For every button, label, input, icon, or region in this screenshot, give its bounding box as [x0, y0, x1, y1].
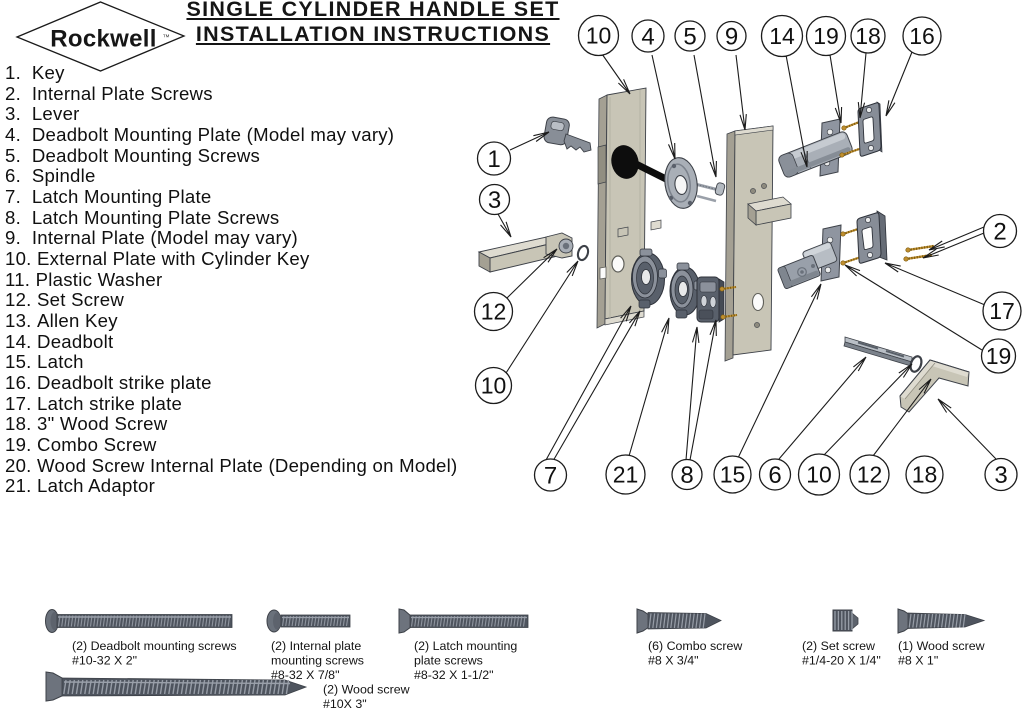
svg-text:16: 16 — [909, 23, 935, 49]
svg-text:#10-32 X 2": #10-32 X 2" — [72, 654, 137, 668]
svg-text:#8-32 X 7/8": #8-32 X 7/8" — [271, 668, 339, 682]
svg-text:6: 6 — [768, 462, 781, 489]
svg-text:14: 14 — [769, 23, 795, 49]
svg-text:10: 10 — [586, 23, 612, 49]
svg-text:7: 7 — [544, 463, 557, 490]
svg-text:#8-32 X 1-1/2": #8-32 X 1-1/2" — [414, 668, 493, 682]
svg-text:8: 8 — [680, 462, 693, 489]
svg-text:19: 19 — [986, 343, 1012, 369]
svg-text:15: 15 — [720, 462, 746, 488]
svg-text:10: 10 — [806, 462, 832, 488]
svg-text:21: 21 — [613, 462, 639, 488]
svg-text:2: 2 — [993, 219, 1006, 246]
svg-text:10: 10 — [481, 373, 507, 399]
svg-text:3: 3 — [488, 187, 501, 214]
svg-text:12: 12 — [481, 299, 507, 325]
svg-text:9: 9 — [725, 24, 738, 51]
svg-text:3: 3 — [994, 462, 1007, 489]
svg-text:(1) Wood screw: (1) Wood screw — [898, 639, 985, 653]
svg-text:mounting screws: mounting screws — [271, 654, 364, 668]
svg-text:4: 4 — [641, 24, 654, 51]
svg-text:(2) Latch mounting: (2) Latch mounting — [414, 639, 517, 653]
svg-text:#8 X 1": #8 X 1" — [898, 654, 938, 668]
svg-text:18: 18 — [912, 462, 938, 488]
svg-text:#8 X 3/4": #8 X 3/4" — [648, 654, 699, 668]
svg-text:™: ™ — [163, 33, 171, 42]
svg-text:19: 19 — [813, 23, 839, 49]
svg-text:(2) Set screw: (2) Set screw — [802, 639, 875, 653]
svg-text:#1/4-20 X 1/4": #1/4-20 X 1/4" — [802, 654, 881, 668]
svg-text:(6) Combo screw: (6) Combo screw — [648, 639, 742, 653]
svg-text:Rockwell: Rockwell — [50, 26, 156, 53]
svg-text:plate screws: plate screws — [414, 654, 483, 668]
svg-text:18: 18 — [855, 23, 881, 49]
svg-text:17: 17 — [989, 298, 1015, 324]
svg-text:#10X 3": #10X 3" — [323, 697, 367, 709]
svg-text:(2) Internal plate: (2) Internal plate — [271, 639, 361, 653]
svg-text:(2) Wood screw: (2) Wood screw — [323, 683, 410, 697]
svg-text:1: 1 — [487, 146, 500, 173]
svg-text:(2) Deadbolt mounting screws: (2) Deadbolt mounting screws — [72, 639, 237, 653]
svg-text:5: 5 — [683, 24, 696, 51]
svg-text:12: 12 — [857, 462, 883, 488]
